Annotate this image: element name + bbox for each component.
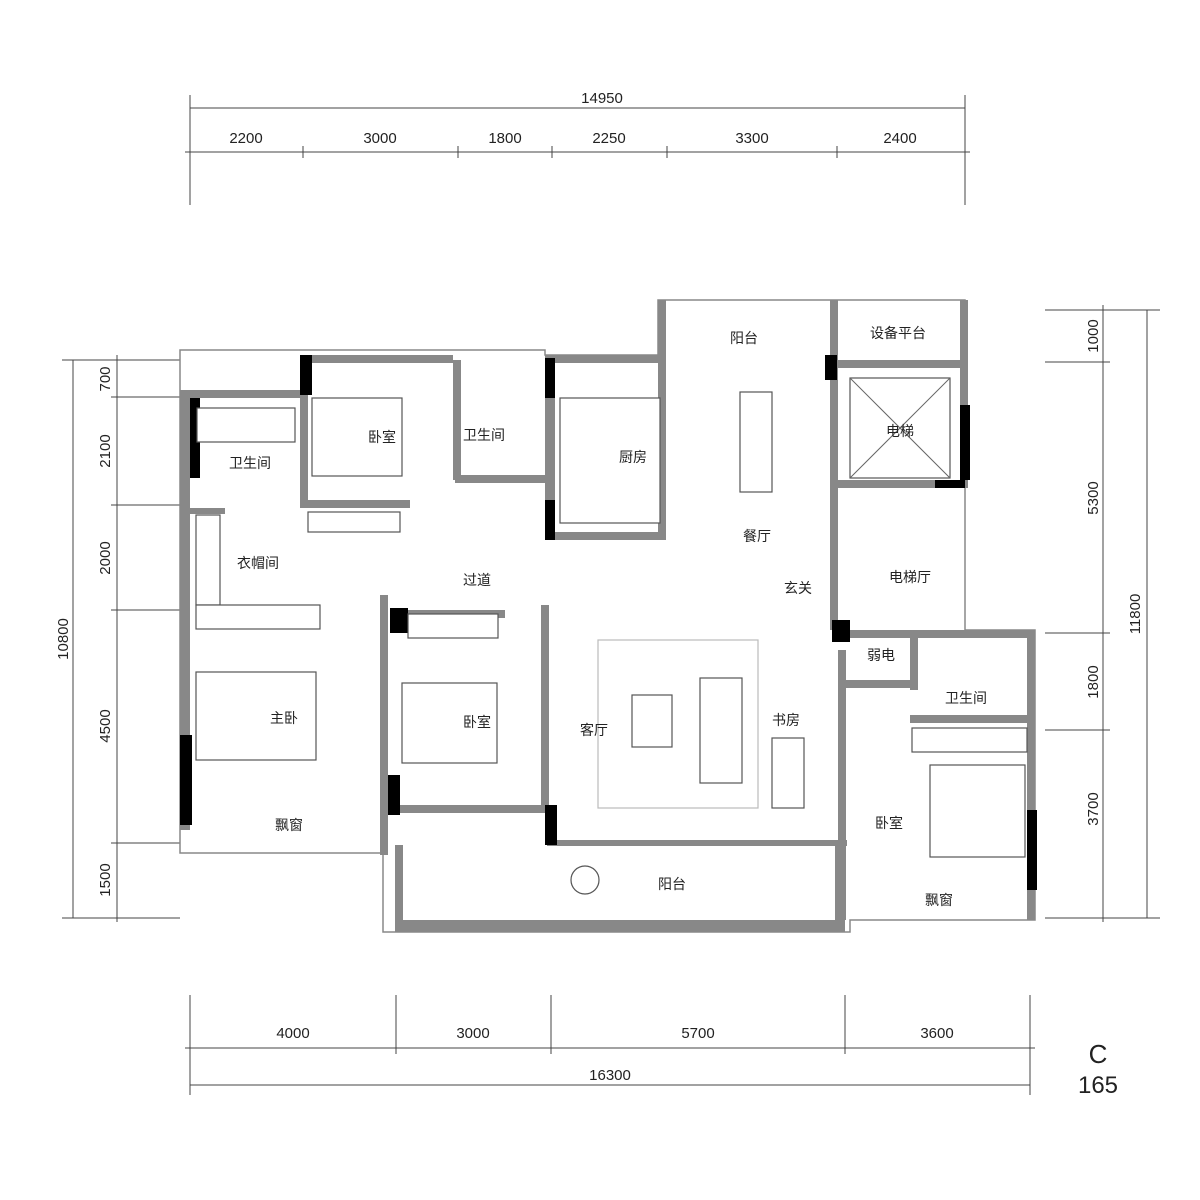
right-seg-3: 1800: [1085, 665, 1102, 698]
bottom-dimensions: 4000 3000 5700 3600 16300: [185, 995, 1035, 1095]
label-balcony-bottom: 阳台: [658, 877, 686, 893]
wardrobe-icon: [307, 511, 401, 533]
left-dimensions: 10800 700 2100 2000 4500 1500: [55, 355, 180, 922]
sofa-icon: [699, 677, 743, 784]
top-seg-2: 3000: [363, 130, 396, 147]
label-foyer: 玄关: [784, 580, 812, 597]
furniture: [195, 377, 1028, 895]
label-equipment-platform: 设备平台: [870, 325, 926, 342]
left-total-label: 10800: [55, 618, 72, 660]
left-seg-4: 4500: [97, 709, 114, 742]
label-bathroom-mid: 卫生间: [463, 428, 505, 444]
top-seg-4: 2250: [592, 130, 625, 147]
label-bathroom-right: 卫生间: [945, 691, 987, 707]
label-study: 书房: [772, 713, 800, 729]
dining-table-icon: [739, 391, 773, 493]
room-labels: 阳台 设备平台 卧室 卫生间 厨房 电梯 卫生间 衣帽间 餐厅 过道 玄关 电梯…: [229, 325, 987, 909]
wardrobe-icon: [911, 727, 1028, 753]
label-weak-current: 弱电: [867, 648, 895, 664]
wardrobe-icon: [407, 613, 499, 639]
wardrobe-icon: [195, 514, 221, 606]
top-dimensions: 14950 2200 3000 1800 2250 3300 2400: [185, 90, 970, 205]
right-total-label: 11800: [1127, 594, 1144, 635]
label-balcony-top: 阳台: [730, 331, 758, 347]
label-bedroom-right: 卧室: [875, 815, 903, 832]
top-seg-3: 1800: [488, 130, 521, 147]
walls: [179, 299, 1037, 933]
bottom-seg-1: 4000: [276, 1025, 309, 1042]
label-living-room: 客厅: [580, 722, 608, 739]
top-seg-5: 3300: [735, 130, 768, 147]
kitchen-counter-icon: [559, 397, 661, 524]
label-master-bedroom: 主卧: [270, 711, 298, 727]
top-seg-1: 2200: [229, 130, 262, 147]
left-seg-2: 2100: [97, 434, 114, 467]
bed-icon: [311, 397, 403, 477]
label-dining: 餐厅: [743, 529, 771, 545]
right-seg-1: 1000: [1085, 319, 1102, 352]
label-bathroom-left: 卫生间: [229, 456, 271, 472]
bottom-total-label: 16300: [589, 1067, 631, 1084]
right-seg-4: 3700: [1085, 792, 1102, 825]
label-bay-window-right: 飘窗: [925, 892, 953, 909]
label-corridor: 过道: [463, 573, 491, 589]
label-bay-window-left: 飘窗: [275, 817, 303, 834]
label-kitchen: 厨房: [619, 450, 647, 466]
bathtub-icon: [196, 407, 296, 443]
round-table-icon: [570, 865, 600, 895]
label-elevator: 电梯: [886, 424, 914, 440]
left-seg-1: 700: [97, 366, 114, 391]
right-dimensions: 11800 1000 5300 1800 3700: [1045, 305, 1160, 922]
coffee-table-icon: [631, 694, 673, 748]
bed-icon: [929, 764, 1026, 858]
label-elevator-hall: 电梯厅: [889, 570, 931, 586]
bottom-seg-2: 3000: [456, 1025, 489, 1042]
top-total-label: 14950: [581, 90, 623, 107]
left-seg-5: 1500: [97, 863, 114, 896]
unit-type: C: [1089, 1039, 1108, 1069]
bottom-seg-4: 3600: [920, 1025, 953, 1042]
label-bedroom-mid: 卧室: [463, 714, 491, 731]
left-seg-3: 2000: [97, 541, 114, 574]
desk-icon: [771, 737, 805, 809]
right-seg-2: 5300: [1085, 481, 1102, 514]
wardrobe-icon: [195, 604, 321, 630]
bed-icon: [195, 671, 317, 761]
label-cloakroom: 衣帽间: [237, 556, 279, 572]
unit-area: 165: [1078, 1072, 1118, 1099]
label-bedroom-top: 卧室: [368, 429, 396, 446]
bed-icon: [401, 682, 498, 764]
top-seg-6: 2400: [883, 130, 916, 147]
bottom-seg-3: 5700: [681, 1025, 714, 1042]
